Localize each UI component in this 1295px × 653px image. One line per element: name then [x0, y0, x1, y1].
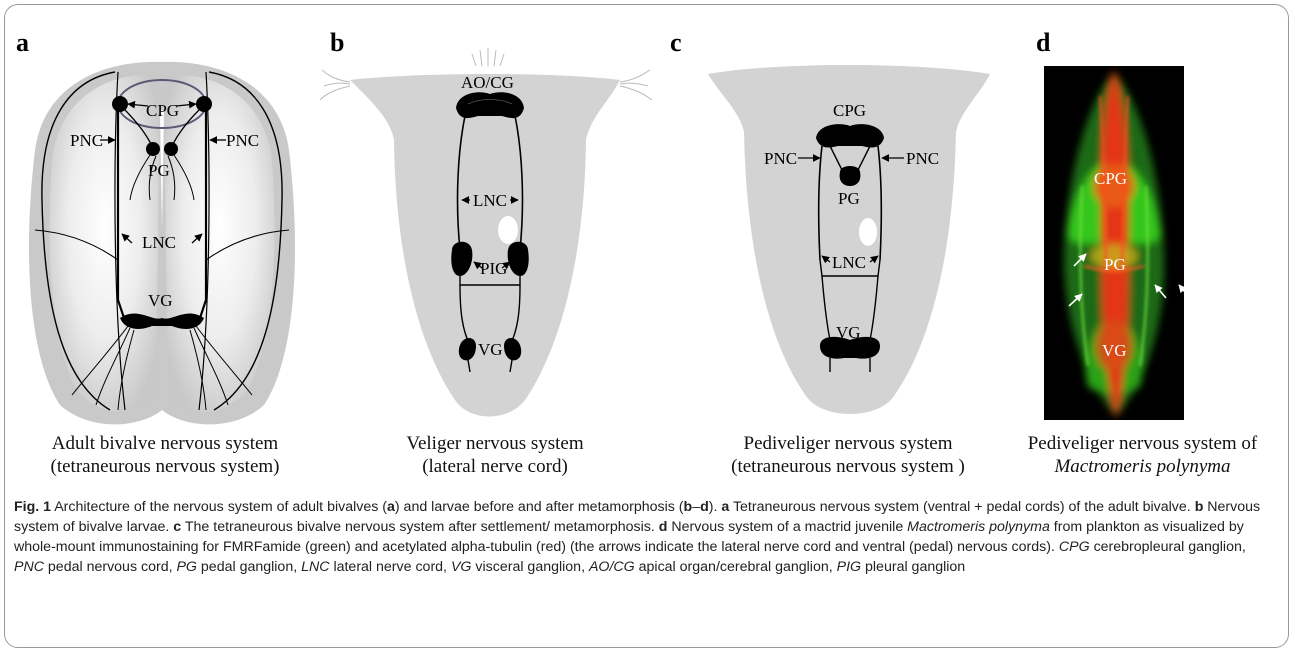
label-lnc: LNC — [142, 233, 176, 252]
subcaption-a-line2: (tetraneurous nervous system) — [10, 455, 320, 478]
label-pnc-left: PNC — [764, 149, 797, 168]
label-pnc-left: PNC — [70, 131, 103, 150]
veliger-body — [350, 74, 620, 417]
panel-letter-d: d — [1036, 28, 1050, 58]
subcaption-a-line1: Adult bivalve nervous system — [10, 432, 320, 455]
subcaption-b-line1: Veliger nervous system — [330, 432, 660, 455]
label-cpg: CPG — [833, 101, 866, 120]
label-pnc-right: PNC — [226, 131, 259, 150]
subcaption-c-line2: (tetraneurous nervous system ) — [698, 455, 998, 478]
label-cpg: CPG — [1094, 169, 1127, 188]
label-pg: PG — [148, 161, 170, 180]
label-pig: PIG — [480, 259, 507, 278]
label-vg: VG — [836, 323, 861, 342]
label-cpg: CPG — [146, 101, 179, 120]
subcaption-b: Veliger nervous system (lateral nerve co… — [330, 432, 660, 478]
label-vg: VG — [478, 340, 503, 359]
label-vg: VG — [148, 291, 173, 310]
subcaption-c: Pediveliger nervous system (tetraneurous… — [698, 432, 998, 478]
label-vg: VG — [1102, 341, 1127, 360]
label-pnc-right: PNC — [906, 149, 939, 168]
caption-fig-label: Fig. 1 — [14, 499, 51, 515]
subcaption-d-line1: Pediveliger nervous system of — [1000, 432, 1285, 455]
label-aocg: AO/CG — [461, 73, 514, 92]
panel-d-arrow-extra — [1178, 270, 1208, 310]
subcaption-d: Pediveliger nervous system of Mactromeri… — [1000, 432, 1285, 478]
label-pg: PG — [1104, 255, 1126, 274]
figure-caption: Fig. 1 Architecture of the nervous syste… — [14, 497, 1279, 577]
panel-c-diagram: CPG PNC PNC PG LNC VG — [680, 0, 1020, 432]
subcaption-b-line2: (lateral nerve cord) — [330, 455, 660, 478]
subcaption-c-line1: Pediveliger nervous system — [698, 432, 998, 455]
label-pg: PG — [838, 189, 860, 208]
panel-a-diagram: CPG PNC PNC PG LNC VG — [0, 0, 330, 432]
panel-d-micrograph: CPG PG VG — [1044, 66, 1184, 420]
label-lnc: LNC — [832, 253, 866, 272]
label-lnc: LNC — [473, 191, 507, 210]
subcaption-d-line2: Mactromeris polynyma — [1000, 455, 1285, 478]
panel-b-diagram: AO/CG LNC PIG VG — [320, 0, 660, 432]
subcaption-a: Adult bivalve nervous system (tetraneuro… — [10, 432, 320, 478]
